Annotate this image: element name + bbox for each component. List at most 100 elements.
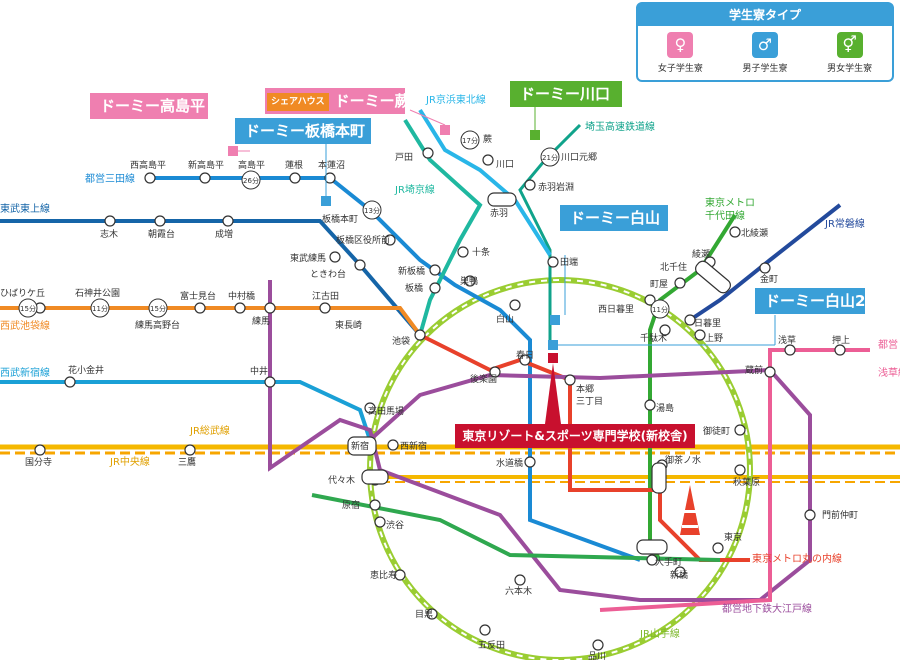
label-marunouchi: 東京メトロ丸の内線 bbox=[752, 552, 842, 565]
station-label-ayase: 綾瀬 bbox=[692, 248, 710, 260]
station-label-asakusa: 浅草 bbox=[778, 334, 796, 346]
seibu-ikebukuro-line bbox=[0, 306, 422, 337]
badge-takashimadaira: 26分 bbox=[243, 176, 259, 185]
station-label-asakadai: 朝霞台 bbox=[148, 228, 175, 240]
dorm-label-itabashi[interactable]: ドーミー板橋本町 bbox=[235, 118, 371, 144]
station-label-takashimadaira: 高島平 bbox=[238, 159, 265, 171]
legend-label-female: 女子学生寮 bbox=[657, 64, 703, 74]
station-label-akabaneiwabuchi: 赤羽岩淵 bbox=[538, 181, 574, 193]
label-jr-joban: JR常磐線 bbox=[824, 217, 865, 230]
station-label-gotanda: 五反田 bbox=[478, 640, 505, 651]
label-jr-sobu: JR総武線 bbox=[189, 424, 230, 437]
station-label-shinbashi: 新橋 bbox=[670, 569, 688, 581]
toei-asakusa-line bbox=[599, 348, 870, 612]
legend-item-coed: ⚥ 男女学生寮 bbox=[827, 32, 872, 74]
station-label-akihabara: 秋葉原 bbox=[733, 476, 760, 488]
station-label-hongo-b: 三丁目 bbox=[576, 396, 603, 407]
dorm-marker-kawaguchi[interactable] bbox=[530, 130, 540, 140]
station-label-takadanobaba: 高田馬場 bbox=[368, 405, 404, 417]
school-label[interactable]: 東京リゾート&スポーツ専門学校(新校舎) bbox=[455, 424, 695, 448]
station-label-harajuku: 原宿 bbox=[342, 499, 360, 511]
seibu-shinjuku-line bbox=[0, 380, 372, 441]
legend-label-coed: 男女学生寮 bbox=[827, 64, 873, 74]
station-label-shinitabashi: 新板橋 bbox=[398, 265, 425, 277]
label-tobu-tojo: 東武東上線 bbox=[0, 202, 50, 215]
station-label-shakujiikoen: 石神井公園 bbox=[75, 287, 120, 299]
jr-joban-line bbox=[688, 203, 842, 322]
station-label-nerima: 練馬 bbox=[252, 315, 270, 327]
station-label-nishitakashimadaira: 西高島平 bbox=[130, 159, 166, 171]
station-label-motohasunuma: 本蓮沼 bbox=[318, 159, 345, 171]
label-toei-asakusa-b: 浅草線 bbox=[878, 366, 900, 379]
badge-kawaguchi: 21分 bbox=[542, 153, 558, 162]
station-label-nakamurabashi: 中村橋 bbox=[228, 290, 255, 302]
dorm-label-hakusan[interactable]: ドーミー白山 bbox=[560, 205, 668, 231]
school-marker[interactable] bbox=[548, 353, 558, 363]
station-label-shintakashimadaira: 新高島平 bbox=[188, 159, 224, 171]
sharehouse-tag: シェアハウス bbox=[267, 92, 329, 111]
school-pointer bbox=[545, 363, 561, 424]
station-label-ebisu: 恵比寿 bbox=[370, 569, 397, 581]
station-label-machiya: 町屋 bbox=[650, 279, 668, 290]
station-label-shinagawa: 品川 bbox=[588, 651, 606, 660]
station-label-itabashihoncho: 板橋本町 bbox=[322, 213, 358, 225]
interchange-boxes bbox=[347, 192, 731, 555]
station-label-kokubunji: 国分寺 bbox=[25, 457, 52, 468]
male-icon: ♂ bbox=[751, 32, 778, 58]
station-label-akabane: 赤羽 bbox=[490, 208, 508, 219]
station-markers bbox=[34, 147, 846, 651]
station-label-kanamachi: 金町 bbox=[760, 273, 778, 285]
station-label-ueno: 上野 bbox=[705, 333, 723, 344]
station-label-tokiwadai: ときわ台 bbox=[310, 268, 346, 280]
badge-shakujii: 11分 bbox=[92, 304, 108, 313]
label-toei-mita: 都営三田線 bbox=[85, 172, 135, 185]
dorm-marker-hakusan2[interactable] bbox=[548, 340, 558, 350]
station-label-kawaguchi: 川口 bbox=[496, 160, 514, 170]
station-label-ekoda: 江古田 bbox=[312, 290, 339, 302]
dorm-marker-takashimadaira[interactable] bbox=[228, 146, 238, 156]
badge-warabi: 17分 bbox=[462, 136, 478, 145]
station-label-nerimatakanodai: 練馬高野台 bbox=[135, 319, 180, 331]
dorm-marker-warabi[interactable] bbox=[440, 125, 450, 135]
label-seibu-ikebukuro: 西武池袋線 bbox=[0, 319, 50, 332]
couple-icon: ⚥ bbox=[836, 32, 863, 58]
dorm-label-kawaguchi[interactable]: ドーミー川口 bbox=[510, 81, 622, 107]
dorm-marker-hakusan[interactable] bbox=[550, 315, 560, 325]
station-label-jujo: 十条 bbox=[472, 246, 490, 258]
tokyo-tower-icon bbox=[680, 485, 700, 535]
dorm-label-warabi-text: ドーミー蕨 bbox=[334, 92, 410, 110]
station-label-hakusan: 白山 bbox=[496, 313, 514, 325]
label-jr-saikyo: JR埼京線 bbox=[394, 183, 435, 196]
station-label-kasuga: 春日 bbox=[516, 349, 534, 361]
station-label-kitasenju: 北千住 bbox=[660, 261, 687, 273]
station-label-roppongi: 六本木 bbox=[505, 585, 532, 597]
dorm-type-legend: 学生寮タイプ ♀ 女子学生寮 ♂ 男子学生寮 ⚥ 男女学生寮 bbox=[636, 2, 894, 82]
dorm-label-warabi[interactable]: シェアハウスドーミー蕨 bbox=[265, 88, 410, 114]
dorm-label-takashimadaira[interactable]: ドーミー高島平 bbox=[90, 93, 208, 119]
station-label-toda: 戸田 bbox=[395, 152, 413, 163]
jr-keihin-line bbox=[418, 108, 552, 257]
station-label-higashinagasaki: 東長崎 bbox=[335, 319, 362, 331]
time-badges: 26分 13分 17分 21分 11分 15分 11分 15分 bbox=[18, 130, 670, 319]
station-label-kotakemukaihara: 北綾瀬 bbox=[741, 227, 768, 239]
station-label-kawaguchimotogo: 川口元郷 bbox=[561, 152, 597, 163]
dorm-marker-itabashi[interactable] bbox=[321, 196, 331, 206]
station-label-sugamo: 巣鴨 bbox=[460, 275, 478, 287]
dorm-label-hakusan2[interactable]: ドーミー白山2 bbox=[755, 288, 865, 314]
station-label-warabi: 蕨 bbox=[483, 133, 492, 145]
station-label-hibarigaoka: ひばりケ丘 bbox=[0, 288, 45, 299]
station-label-hanakoganei: 花小金井 bbox=[68, 364, 104, 376]
label-chiyoda-b: 千代田線 bbox=[705, 209, 745, 222]
station-label-kuramae: 蔵前 bbox=[745, 364, 763, 376]
station-labels: 西高島平 新高島平 高島平 蓮根 本蓮沼 板橋本町 戸田 蕨 川口 川口元郷 赤… bbox=[0, 133, 858, 660]
station-label-yushima: 湯島 bbox=[656, 402, 674, 414]
label-yamanote: JR山手線 bbox=[639, 627, 680, 640]
station-label-okachimachi: 御徒町 bbox=[703, 425, 730, 437]
legend-item-female: ♀ 女子学生寮 bbox=[658, 32, 703, 74]
station-label-monzennakacho: 門前仲町 bbox=[822, 509, 858, 521]
legend-title: 学生寮タイプ bbox=[638, 4, 892, 26]
station-label-suidobashi: 水道橋 bbox=[496, 457, 523, 469]
station-label-fujimidai: 富士見台 bbox=[180, 290, 216, 302]
saitama-rapid-line bbox=[518, 123, 582, 350]
